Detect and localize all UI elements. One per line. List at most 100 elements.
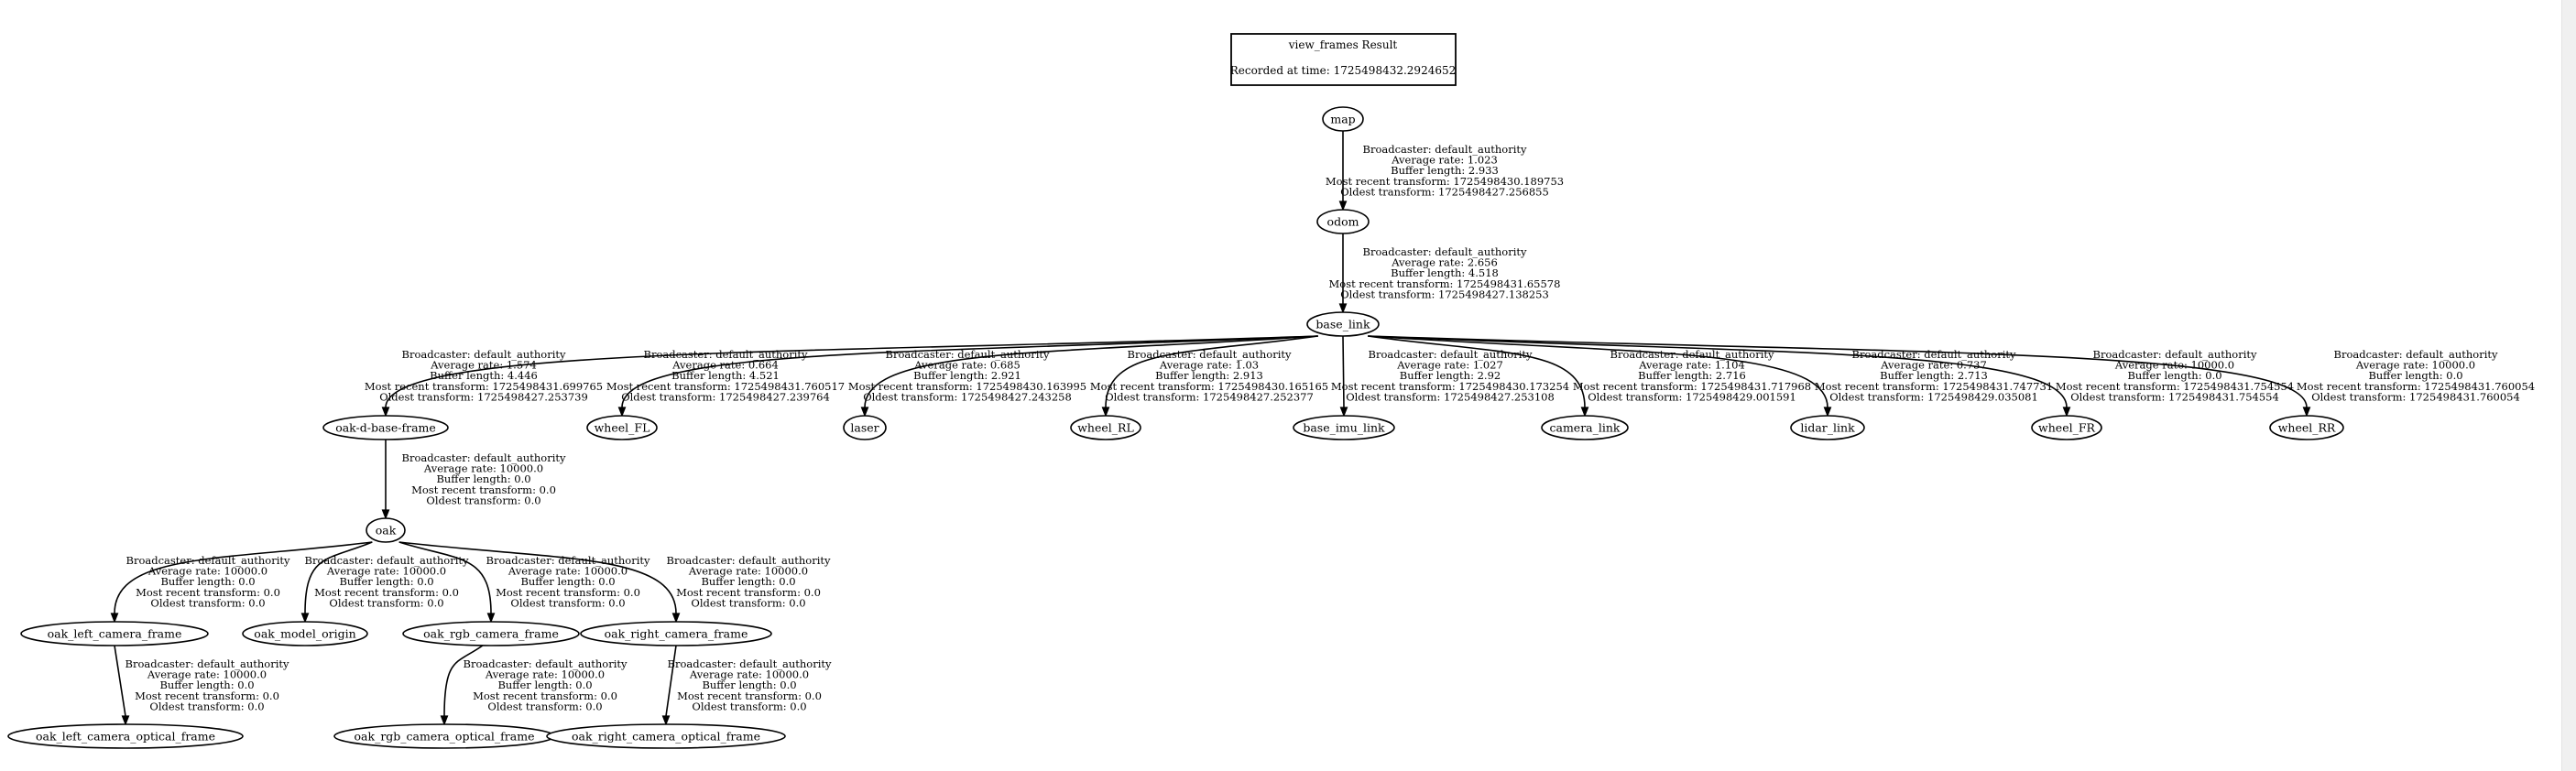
transform-label-line: Oldest transform: 0.0 (510, 596, 625, 609)
frame-node[interactable]: oak_model_origin (242, 621, 368, 646)
transform-label-line: Buffer length: 2.713 (1880, 369, 1988, 382)
transform-label-line: Oldest transform: 1725498427.252377 (1105, 390, 1314, 403)
edge-arrowhead (1823, 407, 1832, 418)
frame-node-ellipse[interactable] (1322, 106, 1364, 132)
transform-label-line: Buffer length: 2.716 (1638, 369, 1746, 382)
vertical-scrollbar[interactable] (2561, 0, 2576, 771)
transform-label-line: Average rate: 0.664 (671, 359, 779, 372)
frame-node[interactable]: odom (1316, 209, 1370, 234)
transform-label-line: Broadcaster: default_authority (668, 657, 832, 670)
frame-node-ellipse[interactable] (242, 621, 368, 646)
frame-node-ellipse[interactable] (1316, 209, 1370, 234)
transform-label-line: Oldest transform: 0.0 (692, 700, 806, 712)
frame-node-ellipse[interactable] (1306, 311, 1380, 337)
edge-line (114, 541, 373, 614)
edge-arrowhead (381, 509, 390, 520)
transform-label-line: Buffer length: 0.0 (702, 679, 796, 691)
frame-node[interactable]: base_imu_link (1293, 415, 1395, 440)
frame-node[interactable]: wheel_FR (2031, 415, 2102, 440)
transform-label-line: Buffer length: 2.92 (1400, 369, 1501, 382)
transform-label-line: Broadcaster: default_authority (1128, 348, 1292, 361)
frame-node[interactable]: map (1322, 106, 1364, 132)
frame-node-ellipse[interactable] (1293, 415, 1395, 440)
transform-label-line: Average rate: 10000.0 (147, 565, 267, 578)
transform-label-line: Most recent transform: 0.0 (135, 690, 279, 702)
frame-node[interactable]: laser (843, 415, 887, 440)
edge-line (114, 645, 126, 717)
frame-node[interactable]: oak_right_camera_optical_frame (546, 723, 786, 749)
frame-node[interactable]: oak_left_camera_frame (20, 621, 209, 646)
frame-node-ellipse[interactable] (402, 621, 580, 646)
frame-node-label: oak-d-base-frame (335, 421, 436, 435)
frame-node-ellipse[interactable] (20, 621, 209, 646)
frame-node-label: map (1330, 113, 1355, 126)
frame-node[interactable]: wheel_RR (2269, 415, 2344, 440)
edge-line (1368, 335, 2068, 408)
edge-arrowhead (1101, 407, 1110, 418)
transform-label-line: Buffer length: 0.0 (497, 679, 592, 691)
frame-node-label: base_imu_link (1303, 421, 1385, 435)
transform-label-line: Broadcaster: default_authority (126, 657, 289, 670)
transform-label-line: Most recent transform: 1725498430.165165 (1090, 380, 1328, 393)
transform-label-line: Average rate: 1.023 (1391, 154, 1498, 167)
frame-node[interactable]: base_link (1306, 311, 1380, 337)
transform-label-line: Broadcaster: default_authority (1363, 143, 1527, 156)
frame-node[interactable]: wheel_RL (1070, 415, 1141, 440)
frame-node-ellipse[interactable] (1070, 415, 1141, 440)
frame-node[interactable]: camera_link (1541, 415, 1629, 440)
frame-node[interactable]: wheel_FL (586, 415, 658, 440)
transform-label-line: Oldest transform: 1725498431.754554 (2070, 390, 2279, 403)
transform-label-line: Oldest transform: 1725498427.243258 (863, 390, 1072, 403)
frame-node-ellipse[interactable] (1790, 415, 1865, 440)
edge-line (1105, 335, 1318, 408)
transform-label-line: Broadcaster: default_authority (2093, 348, 2257, 361)
frame-node-ellipse[interactable] (366, 517, 406, 543)
transform-label-line: Most recent transform: 0.0 (314, 586, 459, 599)
frame-node-label: wheel_FL (595, 421, 650, 435)
frame-node-ellipse[interactable] (546, 723, 786, 749)
transform-label-line: Most recent transform: 0.0 (136, 586, 280, 599)
transform-label-line: Average rate: 1.574 (430, 359, 537, 372)
frame-node[interactable]: oak_rgb_camera_frame (402, 621, 580, 646)
result-header-title: view_frames Result (1288, 38, 1398, 51)
frame-node-ellipse[interactable] (2269, 415, 2344, 440)
frame-node-ellipse[interactable] (586, 415, 658, 440)
transform-label-line: Average rate: 1.03 (1159, 359, 1259, 372)
edge-arrowhead (661, 715, 671, 726)
edge-arrowhead (300, 613, 310, 624)
edge-arrowhead (1580, 407, 1589, 418)
frame-node-ellipse[interactable] (843, 415, 887, 440)
frame-node[interactable]: oak_left_camera_optical_frame (7, 723, 244, 749)
frame-node-ellipse[interactable] (2031, 415, 2102, 440)
frame-node-label: base_link (1315, 318, 1370, 331)
frame-node-ellipse[interactable] (7, 723, 244, 749)
transform-label-line: Oldest transform: 0.0 (149, 700, 264, 712)
frame-node[interactable]: oak_rgb_camera_optical_frame (333, 723, 555, 749)
frame-node[interactable]: oak_right_camera_frame (580, 621, 772, 646)
edge-line (621, 335, 1318, 408)
edge-line (864, 335, 1318, 408)
edge-arrowhead (617, 407, 627, 418)
edge-line (398, 541, 492, 614)
frame-node-ellipse[interactable] (322, 415, 449, 440)
transform-label-line: Oldest transform: 1725498431.760054 (2311, 390, 2520, 403)
edge-arrowhead (110, 613, 119, 624)
transform-label-line: Average rate: 0.685 (913, 359, 1021, 372)
frame-node-ellipse[interactable] (580, 621, 772, 646)
frame-node-label: odom (1327, 215, 1359, 229)
frame-node-ellipse[interactable] (1541, 415, 1629, 440)
frame-node[interactable]: lidar_link (1790, 415, 1865, 440)
frame-node[interactable]: oak-d-base-frame (322, 415, 449, 440)
frame-node[interactable]: oak (366, 517, 406, 543)
transform-label-line: Most recent transform: 0.0 (676, 586, 821, 599)
